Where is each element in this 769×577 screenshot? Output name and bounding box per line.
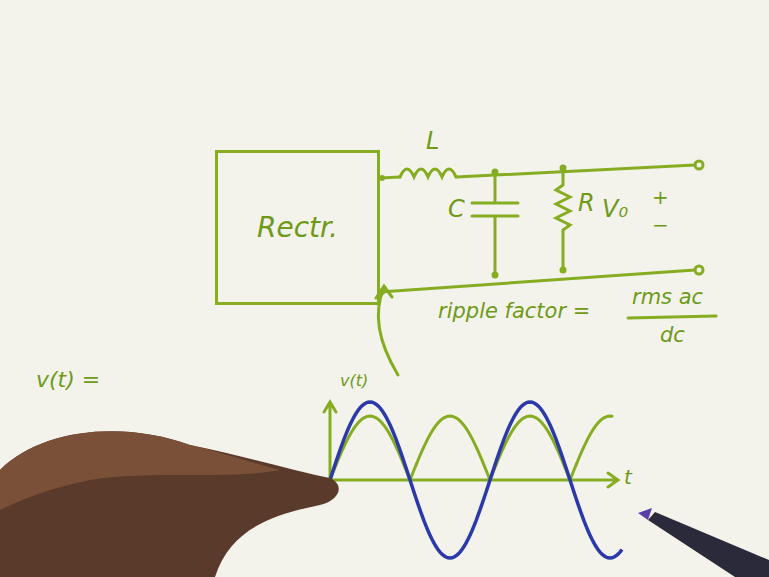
polarity-mark: + [652,186,669,208]
component-label: L [426,128,439,154]
marker-pen [648,512,769,577]
box-label: Rectr. [257,211,338,244]
terminal [695,266,703,274]
pointer-arrow [378,288,398,375]
sine-waveform [330,402,622,558]
rectifier-box: Rectr. [215,150,380,305]
inductor-symbol [400,169,456,177]
axis-label: t [624,466,632,488]
equation-text: v(t) = [36,368,100,392]
formula-text: dc [660,324,685,347]
component-label: R [578,190,595,216]
hand-highlight [0,431,280,510]
fraction-bar [628,316,716,318]
wire [456,165,695,177]
axis-label: v(t) [340,372,368,390]
formula-text: rms ac [632,286,703,309]
rectified-waveform [330,416,612,480]
marker-tip [638,508,652,520]
terminal [695,161,703,169]
hand [0,431,339,577]
polarity-mark: − [652,214,669,236]
resistor-symbol [556,168,570,270]
signal-name: V₀ [602,196,628,222]
formula-text: ripple factor = [438,300,590,323]
component-label: C [448,196,465,222]
capacitor-symbol [472,172,518,275]
